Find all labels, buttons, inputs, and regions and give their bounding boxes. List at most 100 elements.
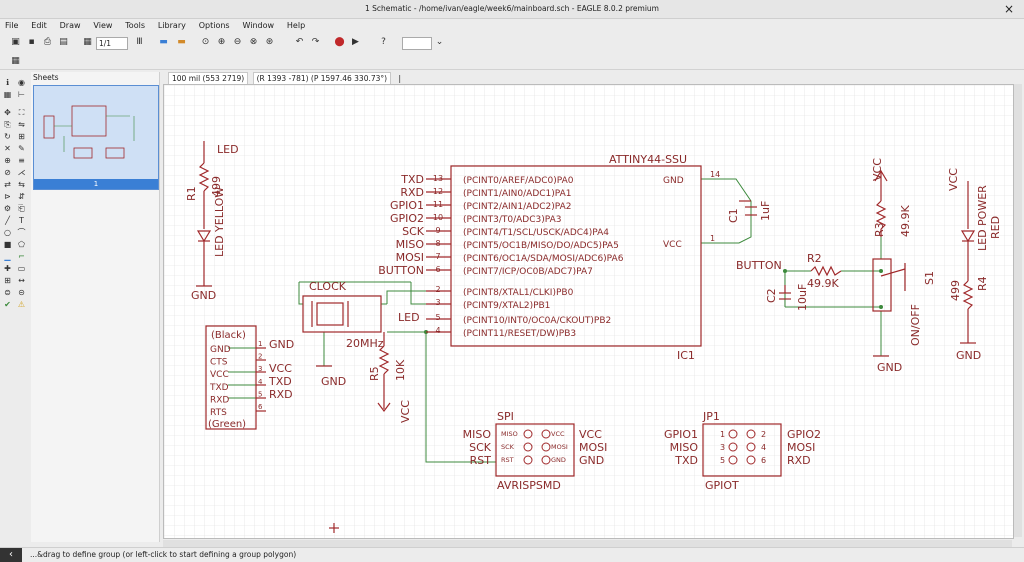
redo-icon[interactable]: ↷ [311, 37, 320, 47]
label-icon[interactable]: ▭ [17, 264, 26, 273]
zoom-fit-icon[interactable]: ⊙ [201, 37, 210, 47]
menu-bar: File Edit Draw View Tools Library Option… [0, 19, 1024, 33]
split-icon[interactable]: ⋌ [17, 168, 26, 177]
layers-icon[interactable]: ▦ [3, 90, 12, 99]
show-icon[interactable]: ◉ [18, 78, 25, 87]
spi-net-label: RST [470, 454, 492, 467]
change-icon[interactable]: ⚙ [3, 204, 12, 213]
rect-icon[interactable]: ■ [3, 240, 12, 249]
r4-value: 499 [949, 280, 962, 301]
check-icon[interactable]: ✔ [4, 300, 11, 309]
vcc-label-power: VCC [947, 168, 960, 191]
attribute-icon[interactable]: ⊞ [4, 276, 11, 285]
menu-library[interactable]: Library [157, 21, 186, 30]
undo-icon[interactable]: ↶ [295, 37, 304, 47]
value-icon[interactable]: ≡ [18, 156, 25, 165]
menu-draw[interactable]: Draw [59, 21, 81, 30]
vertical-scrollbar[interactable] [1014, 84, 1022, 537]
polygon-icon[interactable]: ⬠ [18, 240, 25, 249]
bus-icon[interactable]: ▁ [4, 252, 11, 261]
ftdi-pin-label: TXD [209, 383, 229, 393]
menu-tools[interactable]: Tools [125, 21, 145, 30]
grid-icon[interactable]: ▦ [11, 56, 20, 66]
close-icon[interactable]: × [1003, 2, 1014, 16]
move-icon[interactable]: ✥ [4, 108, 11, 117]
menu-edit[interactable]: Edit [31, 21, 47, 30]
errors-icon[interactable]: ⊝ [18, 288, 25, 297]
jp1-net-label: MOSI [787, 441, 815, 454]
smash-icon[interactable]: ⊘ [4, 168, 11, 177]
warning-icon[interactable]: ⚠ [17, 300, 26, 309]
help-icon[interactable]: ? [381, 37, 386, 47]
ulp-icon[interactable]: ▬ [177, 37, 186, 47]
menu-view[interactable]: View [93, 21, 113, 30]
r1-value: 499 [210, 176, 223, 197]
ic1-ref: IC1 [677, 349, 695, 362]
redraw-icon[interactable]: ⊛ [265, 37, 274, 47]
zoom-in-icon[interactable]: ⊕ [217, 37, 226, 47]
group-icon[interactable]: ⛶ [18, 108, 25, 117]
ic1-pin-num: 1 [710, 234, 715, 243]
command-line[interactable]: | [398, 74, 401, 83]
horizontal-scrollbar[interactable] [163, 540, 1012, 548]
align-icon[interactable]: ⊞ [18, 132, 25, 141]
sheet-thumbnail[interactable]: 1 [33, 85, 159, 190]
circle-icon[interactable]: ○ [4, 228, 11, 237]
gateswap-icon[interactable]: ⇆ [18, 180, 25, 189]
gnd-label-power: GND [956, 349, 981, 362]
stop-icon[interactable]: ⬤ [334, 37, 345, 47]
ic1-pin-num: 3 [435, 298, 440, 307]
rotate-icon[interactable]: ↻ [4, 132, 11, 141]
spi-net-label: MISO [463, 428, 492, 441]
schematic-canvas[interactable]: ATTINY44-SSU IC1 LED GND CLOCK 20MHz GND… [163, 84, 1014, 539]
copy-icon[interactable]: ⎘ [4, 120, 11, 129]
menu-window[interactable]: Window [242, 21, 275, 30]
zoom-select-icon[interactable]: ⊗ [249, 37, 258, 47]
symbols [196, 141, 976, 533]
erc-icon[interactable]: ⊜ [4, 288, 11, 297]
schematic-drawing[interactable]: ATTINY44-SSU IC1 LED GND CLOCK 20MHz GND… [164, 85, 1013, 538]
use-library-icon[interactable]: Ⅲ [136, 37, 143, 47]
info-icon[interactable]: ℹ [5, 78, 10, 87]
wire-icon[interactable]: ╱ [5, 216, 10, 225]
dimension-icon[interactable]: ↔ [18, 276, 25, 285]
junction-icon[interactable]: ✚ [4, 264, 11, 273]
ic1-pin-num: 7 [435, 252, 440, 261]
open-icon[interactable]: ▣ [11, 37, 20, 47]
board-switch-icon[interactable]: ▬ [159, 37, 168, 47]
jp1-net-label: MISO [670, 441, 699, 454]
arc-icon[interactable]: ⌒ [17, 228, 26, 237]
sheet-icon[interactable]: ▦ [83, 37, 92, 47]
mark-icon[interactable]: ⊢ [18, 90, 25, 99]
mirror-icon[interactable]: ⇋ [18, 120, 25, 129]
paste-icon[interactable]: ⎗ [18, 204, 25, 213]
back-arrow-icon[interactable]: ‹ [0, 548, 22, 562]
delete-icon[interactable]: ✕ [4, 144, 11, 153]
replace-icon[interactable]: ⇄ [4, 180, 11, 189]
save-icon[interactable]: ▪ [28, 37, 35, 47]
chevron-down-icon[interactable]: ⌄ [435, 37, 444, 47]
command-toolbar: ℹ ◉ ▦ ⊢ ✥ ⛶ ⎘ ⇋ ↻ ⊞ ✕ ✎ ⊕ ≡ ⊘ ⋌ ⇄ ⇆ ⊳ ⇵ … [0, 72, 30, 542]
name-icon[interactable]: ✎ [18, 144, 25, 153]
menu-file[interactable]: File [5, 21, 19, 30]
add-icon[interactable]: ⊕ [4, 156, 11, 165]
jp1-pin-num: 4 [761, 443, 766, 452]
design-link-icon[interactable] [402, 37, 432, 50]
menu-options[interactable]: Options [198, 21, 230, 30]
spi-pin-label: SCK [501, 443, 515, 451]
cam-icon[interactable]: ▤ [59, 37, 68, 47]
ftdi-pin-label: VCC [210, 370, 229, 380]
ic1-pin-func: (PCINT7/ICP/OC0B/ADC7)PA7 [463, 267, 593, 277]
pinswap-icon[interactable]: ⇵ [18, 192, 25, 201]
go-icon[interactable]: ▶ [352, 37, 359, 47]
invoke-icon[interactable]: ⊳ [4, 192, 11, 201]
text-icon[interactable]: T [19, 216, 24, 225]
sheets-panel: Sheets 1 [31, 72, 160, 542]
menu-help[interactable]: Help [286, 21, 306, 30]
ic1-pin-func: (PCINT6/OC1A/SDA/MOSI/ADC6)PA6 [463, 254, 624, 264]
print-icon[interactable]: ⎙ [43, 37, 52, 47]
net-icon[interactable]: ⌐ [18, 252, 25, 261]
ic1-gnd-pin: GND [663, 176, 684, 186]
sheet-selector[interactable]: 1/1 [96, 37, 128, 50]
zoom-out-icon[interactable]: ⊖ [233, 37, 242, 47]
